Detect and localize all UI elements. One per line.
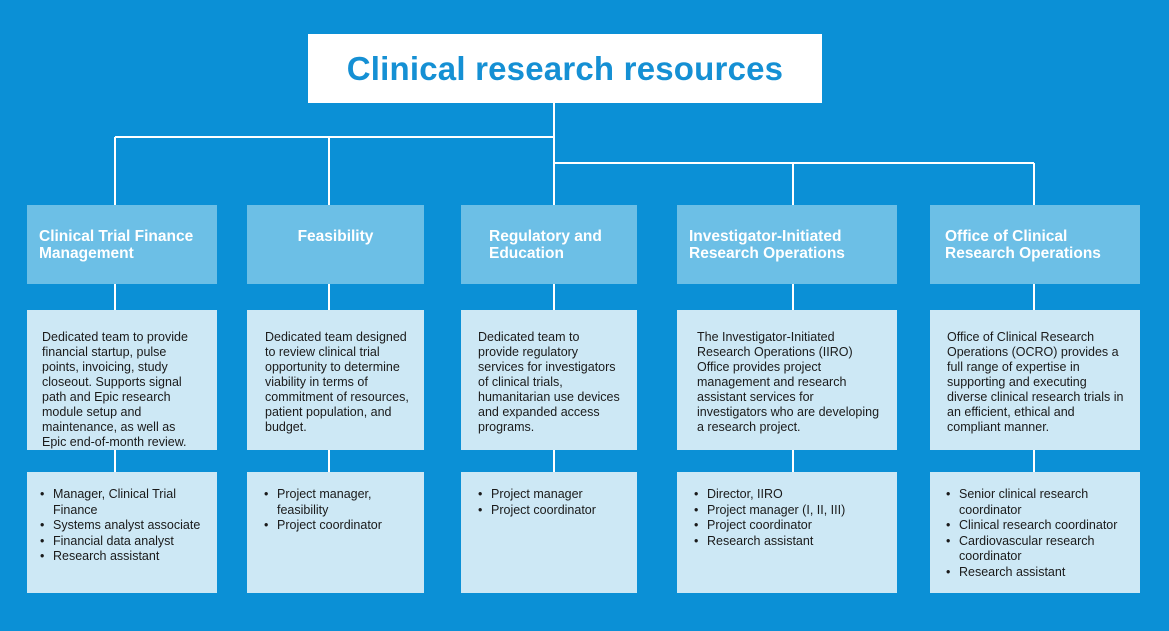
feasibility-description: Dedicated team designed to review clinic… <box>247 310 424 450</box>
regulatory-roles: Project manager Project coordinator <box>461 472 637 593</box>
iiro-role-list: Director, IIRO Project manager (I, II, I… <box>693 487 887 549</box>
regulatory-header: Regulatory and Education <box>461 205 637 284</box>
regulatory-role-list: Project manager Project coordinator <box>477 487 627 518</box>
feasibility-header: Feasibility <box>247 205 424 284</box>
page-title: Clinical research resources <box>346 49 784 87</box>
ocro-description: Office of Clinical Research Operations (… <box>930 310 1140 450</box>
list-item: Financial data analyst <box>39 534 207 550</box>
regulatory-description: Dedicated team to provide regulatory ser… <box>461 310 637 450</box>
list-item: Project coordinator <box>263 518 414 534</box>
list-item: Project manager <box>477 487 627 503</box>
ocro-header: Office of Clinical Research Operations <box>930 205 1140 284</box>
list-item: Research assistant <box>945 565 1130 581</box>
iiro-description: The Investigator-Initiated Research Oper… <box>677 310 897 450</box>
finance-header: Clinical Trial Finance Management <box>27 205 217 284</box>
feasibility-roles: Project manager, feasibility Project coo… <box>247 472 424 593</box>
ocro-role-list: Senior clinical research coordinator Cli… <box>945 487 1130 580</box>
finance-roles: Manager, Clinical Trial Finance Systems … <box>27 472 217 593</box>
title-box: Clinical research resources <box>308 34 822 103</box>
iiro-header-label: Investigator-Initiated Research Operatio… <box>689 228 845 262</box>
ocro-roles: Senior clinical research coordinator Cli… <box>930 472 1140 593</box>
list-item: Clinical research coordinator <box>945 518 1130 534</box>
list-item: Senior clinical research coordinator <box>945 487 1130 518</box>
list-item: Cardiovascular research coordinator <box>945 534 1130 565</box>
list-item: Manager, Clinical Trial Finance <box>39 487 207 518</box>
regulatory-header-label: Regulatory and Education <box>489 228 602 262</box>
ocro-header-label: Office of Clinical Research Operations <box>945 228 1101 262</box>
list-item: Director, IIRO <box>693 487 887 503</box>
finance-role-list: Manager, Clinical Trial Finance Systems … <box>39 487 207 565</box>
list-item: Research assistant <box>693 534 887 550</box>
list-item: Project coordinator <box>693 518 887 534</box>
list-item: Systems analyst associate <box>39 518 207 534</box>
finance-header-label: Clinical Trial Finance Management <box>39 228 194 262</box>
iiro-roles: Director, IIRO Project manager (I, II, I… <box>677 472 897 593</box>
list-item: Research assistant <box>39 549 207 565</box>
iiro-header: Investigator-Initiated Research Operatio… <box>677 205 897 284</box>
list-item: Project manager, feasibility <box>263 487 414 518</box>
feasibility-role-list: Project manager, feasibility Project coo… <box>263 487 414 534</box>
feasibility-header-label: Feasibility <box>297 228 374 245</box>
finance-description: Dedicated team to provide financial star… <box>27 310 217 450</box>
list-item: Project manager (I, II, III) <box>693 503 887 519</box>
list-item: Project coordinator <box>477 503 627 519</box>
